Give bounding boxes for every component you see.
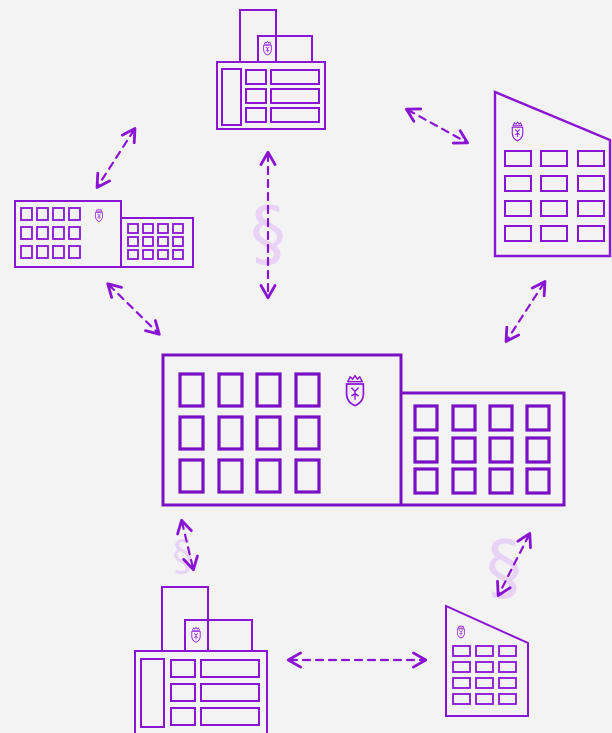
right-office-building (493, 90, 612, 258)
coat-of-arms-icon (95, 208, 103, 222)
central-government-building (161, 353, 566, 507)
connector-center-bottom-left (176, 518, 199, 572)
svg-text:§: § (172, 531, 193, 580)
connector-right-center (504, 280, 547, 343)
bottom-right-office-building (445, 604, 529, 717)
coat-of-arms-icon (456, 624, 466, 639)
connector-left-center (106, 282, 161, 336)
connector-center-bottom-right (496, 532, 532, 597)
section-sign-icon: § (486, 525, 522, 609)
bottom-left-office-building (134, 586, 268, 733)
coat-of-arms-icon (347, 376, 364, 406)
svg-text:§: § (486, 525, 522, 609)
left-office-building (14, 200, 194, 268)
coat-of-arms-icon (191, 626, 201, 643)
section-sign-icon: § (172, 531, 193, 580)
top-office-building (216, 9, 326, 130)
connector-top-left (95, 127, 137, 189)
coat-of-arms-icon (263, 40, 272, 56)
coat-of-arms-icon (511, 121, 524, 142)
connector-top-right (405, 107, 469, 145)
